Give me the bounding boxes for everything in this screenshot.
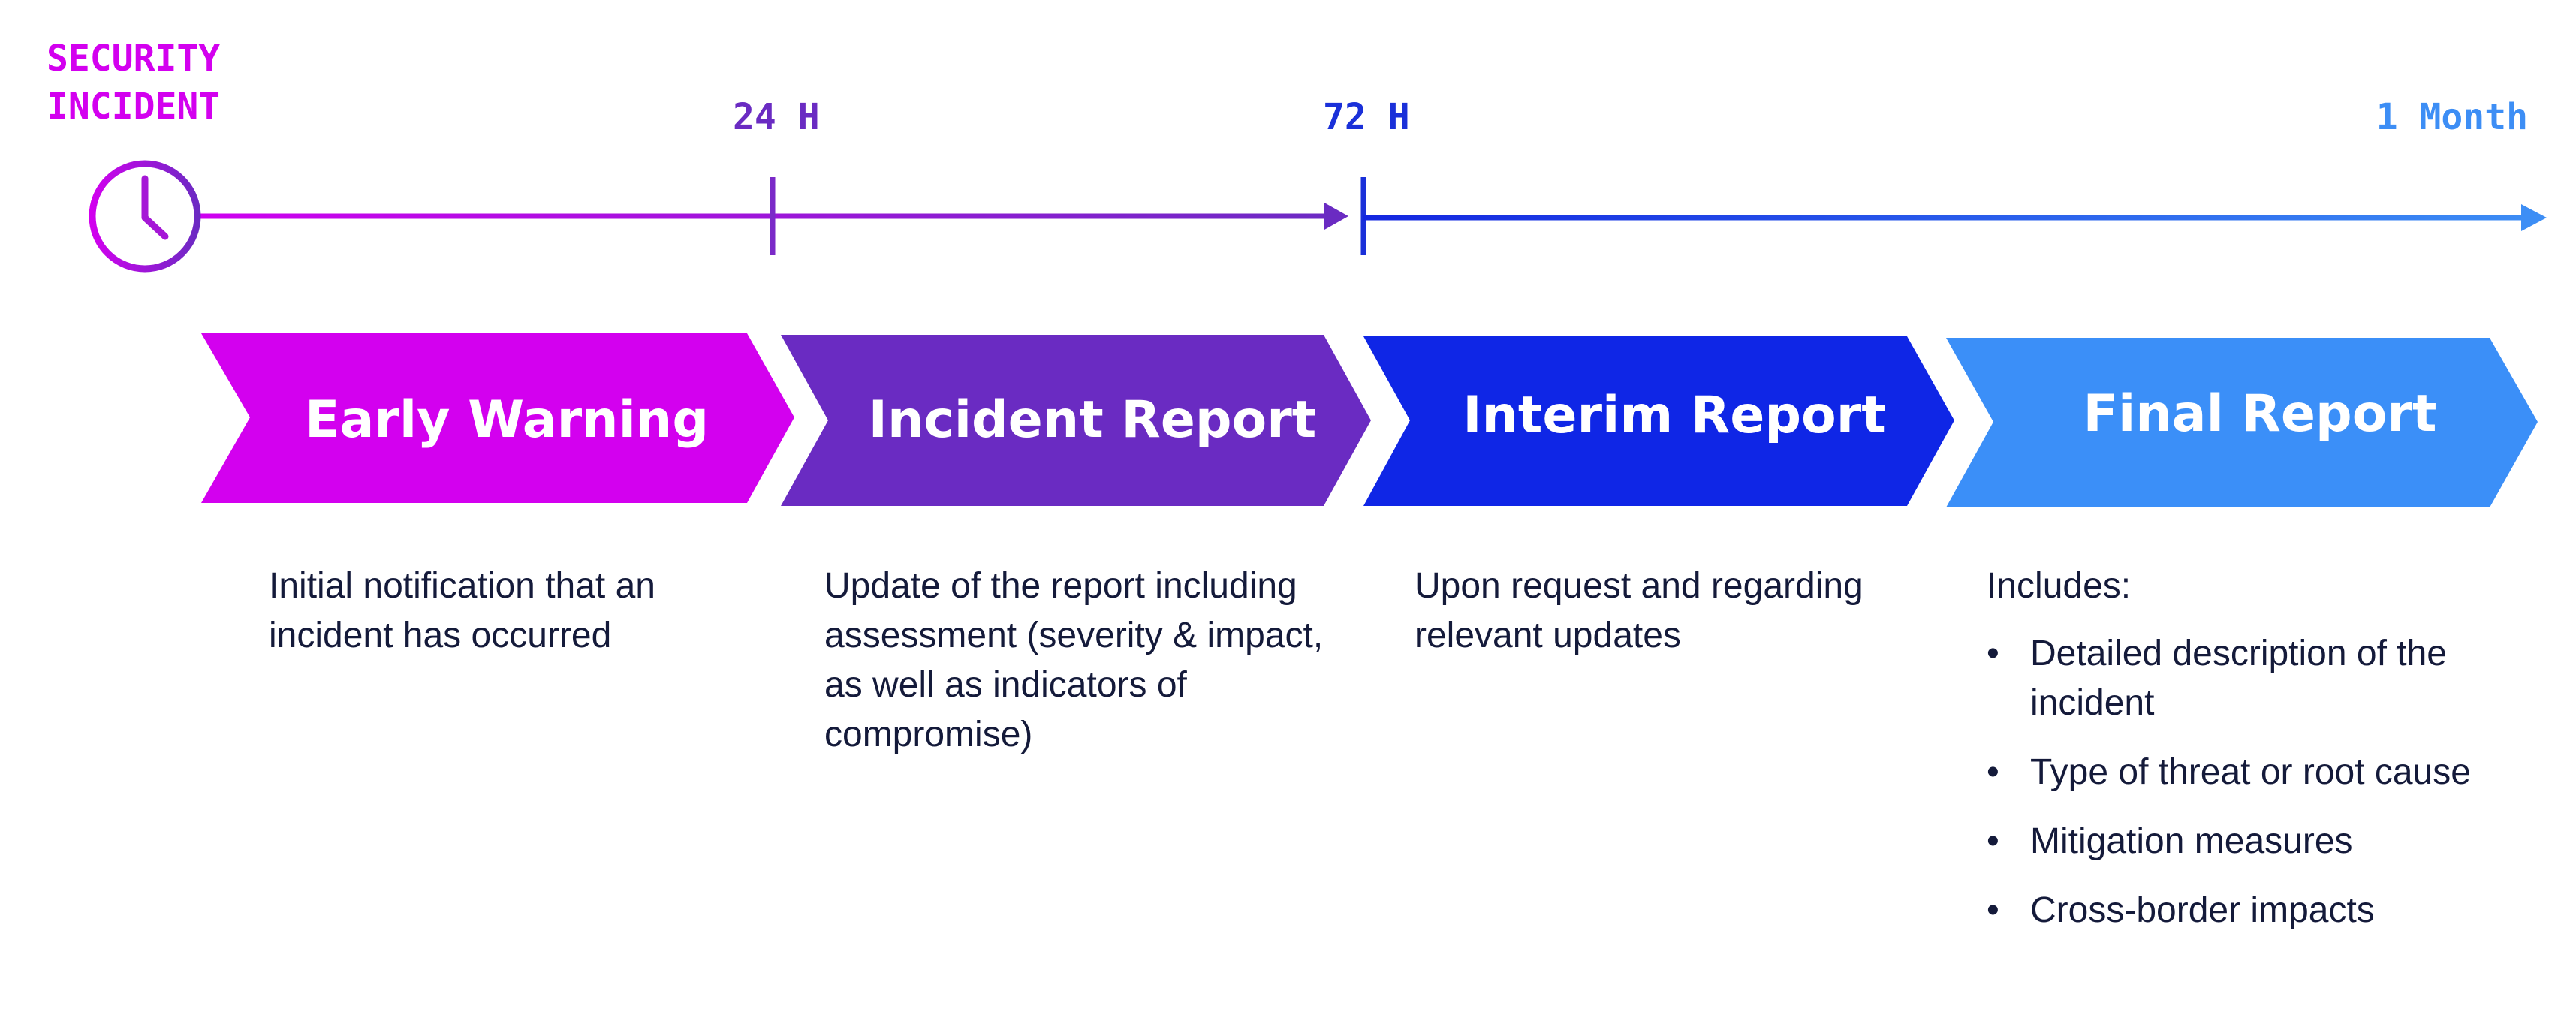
clock-icon	[89, 160, 201, 273]
list-item: • Detailed description of the incident	[1987, 629, 2542, 728]
chevron-incident-report	[781, 335, 1371, 506]
bullet-icon: •	[1987, 634, 1999, 673]
early-warning-description: Initial notification that an incident ha…	[269, 566, 655, 655]
list-item-text: Type of threat or root cause	[2030, 752, 2471, 792]
bullet-icon: •	[1987, 821, 1999, 861]
marker-24h-label: 24 H	[733, 96, 820, 138]
interim-report-title: Interim Report	[1463, 386, 1886, 445]
chevron-early-warning	[201, 333, 794, 503]
final-report-title: Final Report	[2083, 384, 2437, 444]
list-item: • Type of threat or root cause	[1987, 748, 2542, 797]
incident-report-title: Incident Report	[868, 390, 1317, 450]
incident-report-description: Update of the report including assessmen…	[824, 566, 1324, 754]
list-item: • Mitigation measures	[1987, 817, 2542, 866]
arrowhead-month	[2521, 204, 2547, 231]
list-item-text: Mitigation measures	[2030, 821, 2353, 861]
chevron-final-report	[1946, 338, 2538, 507]
security-incident-label: SECURITY INCIDENT	[47, 38, 221, 128]
early-warning-title: Early Warning	[305, 390, 709, 450]
interim-report-description: Upon request and regarding relevant upda…	[1415, 566, 1863, 655]
bullet-icon: •	[1987, 890, 1999, 930]
final-report-heading: Includes:	[1987, 566, 2132, 606]
marker-month-label: 1 Month	[2376, 96, 2528, 138]
final-report-items: • Detailed description of the incident •…	[1987, 629, 2542, 955]
list-item-text: Detailed description of the incident	[2030, 634, 2447, 723]
list-item: • Cross-border impacts	[1987, 886, 2542, 935]
bullet-icon: •	[1987, 752, 1999, 792]
marker-72h-label: 72 H	[1323, 96, 1410, 138]
chevron-interim-report	[1363, 336, 1954, 506]
list-item-text: Cross-border impacts	[2030, 890, 2375, 930]
arrowhead-72h	[1324, 203, 1348, 230]
